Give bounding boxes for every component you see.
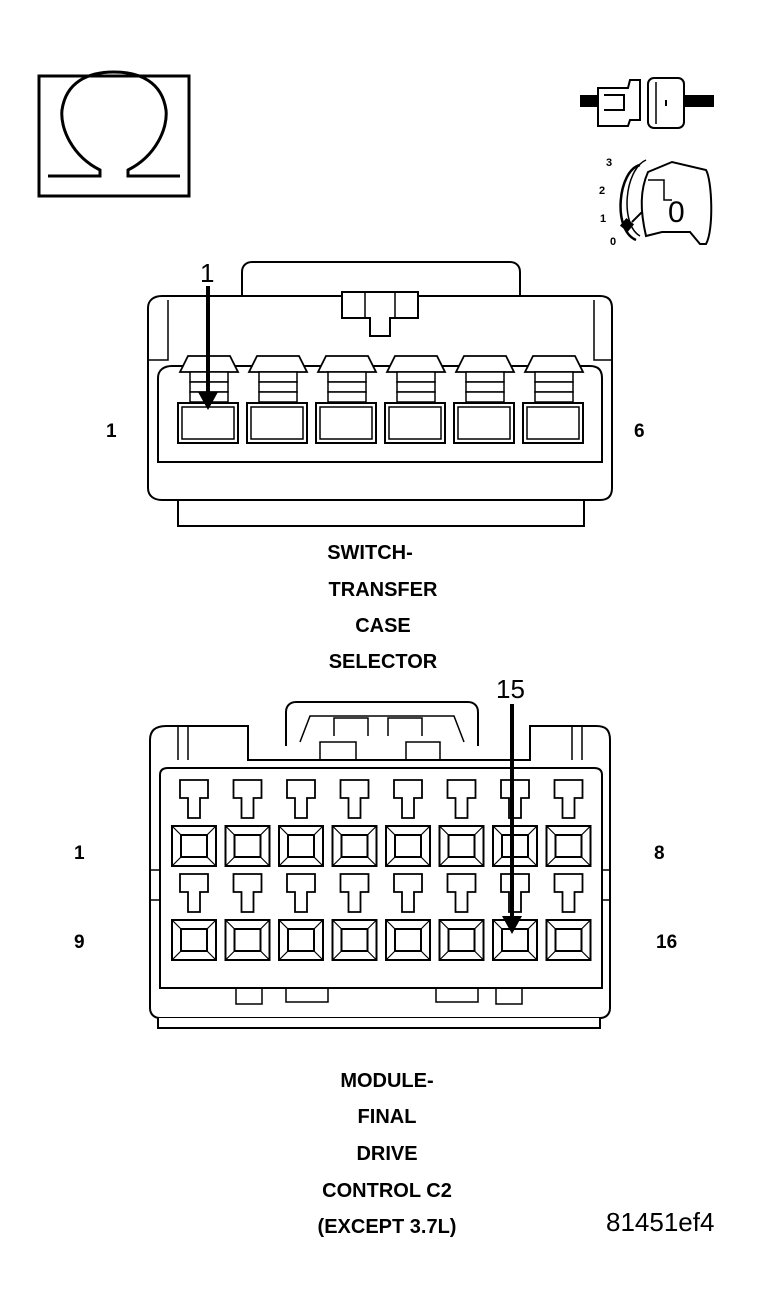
bottom-cavity-r1-2	[224, 779, 271, 867]
callout-pin-1-label: 1	[200, 258, 214, 288]
top-cavity-5	[453, 355, 516, 444]
bottom-cavity-r2-4	[331, 873, 378, 961]
top-connector-caption: SWITCH- TRANSFER CASE SELECTOR	[327, 542, 438, 673]
bottom-pin-9-label: 9	[74, 932, 85, 953]
top-cavity-3	[315, 355, 378, 444]
rotary-selector-icon: 3 2 1 0 0	[599, 157, 713, 248]
bottom-cavity-r1-3	[278, 779, 324, 867]
caption-line: FINAL	[358, 1106, 417, 1128]
selector-current-value: 0	[668, 196, 685, 229]
connector-plug-icon	[580, 77, 714, 129]
caption-line: TRANSFER	[329, 579, 438, 601]
caption-line: CONTROL C2	[322, 1180, 452, 1202]
callout-arrow-1	[198, 286, 218, 410]
bottom-pin-16-label: 16	[656, 932, 677, 953]
selector-position-0: 0	[610, 236, 616, 248]
selector-position-2: 2	[599, 185, 605, 197]
bottom-cavity-r1-4	[331, 779, 378, 867]
selector-position-3: 3	[606, 157, 612, 169]
ohm-meter-icon	[37, 70, 191, 198]
bottom-cavity-r2-5	[385, 873, 431, 961]
caption-line: DRIVE	[356, 1143, 417, 1165]
caption-line: SELECTOR	[329, 651, 438, 673]
figure-id: 81451ef4	[606, 1207, 714, 1237]
top-cavity-2	[246, 355, 309, 444]
bottom-cavity-r1-7	[492, 779, 538, 867]
callout-pin-15-label: 15	[496, 674, 525, 704]
caption-line: CASE	[355, 615, 411, 637]
bottom-cavity-r2-8	[545, 873, 592, 961]
bottom-cavity-r1-1	[171, 779, 217, 867]
selector-position-1: 1	[600, 213, 606, 225]
top-pin-6-label: 6	[634, 421, 645, 442]
connector-top	[147, 261, 613, 527]
bottom-cavity-r2-3	[278, 873, 324, 961]
top-cavity-4	[384, 355, 447, 444]
caption-line: (EXCEPT 3.7L)	[318, 1216, 457, 1238]
caption-line: SWITCH-	[327, 542, 413, 564]
bottom-pin-8-label: 8	[654, 843, 665, 864]
bottom-pin-1-label: 1	[74, 843, 85, 864]
bottom-cavity-r2-2	[224, 873, 271, 961]
bottom-cavity-r1-5	[385, 779, 431, 867]
callout-arrow-15	[502, 704, 522, 934]
top-pin-1-label: 1	[106, 421, 117, 442]
caption-line: MODULE-	[340, 1070, 433, 1092]
bottom-cavity-r2-6	[438, 873, 485, 961]
connector-bottom-cavities	[171, 779, 592, 961]
connector-bottom	[149, 701, 611, 1029]
bottom-cavity-r1-8	[545, 779, 592, 867]
top-cavity-6	[522, 355, 585, 444]
bottom-cavity-r2-1	[171, 873, 217, 961]
bottom-cavity-r1-6	[438, 779, 485, 867]
bottom-connector-caption: MODULE- FINAL DRIVE CONTROL C2 (EXCEPT 3…	[318, 1070, 457, 1238]
